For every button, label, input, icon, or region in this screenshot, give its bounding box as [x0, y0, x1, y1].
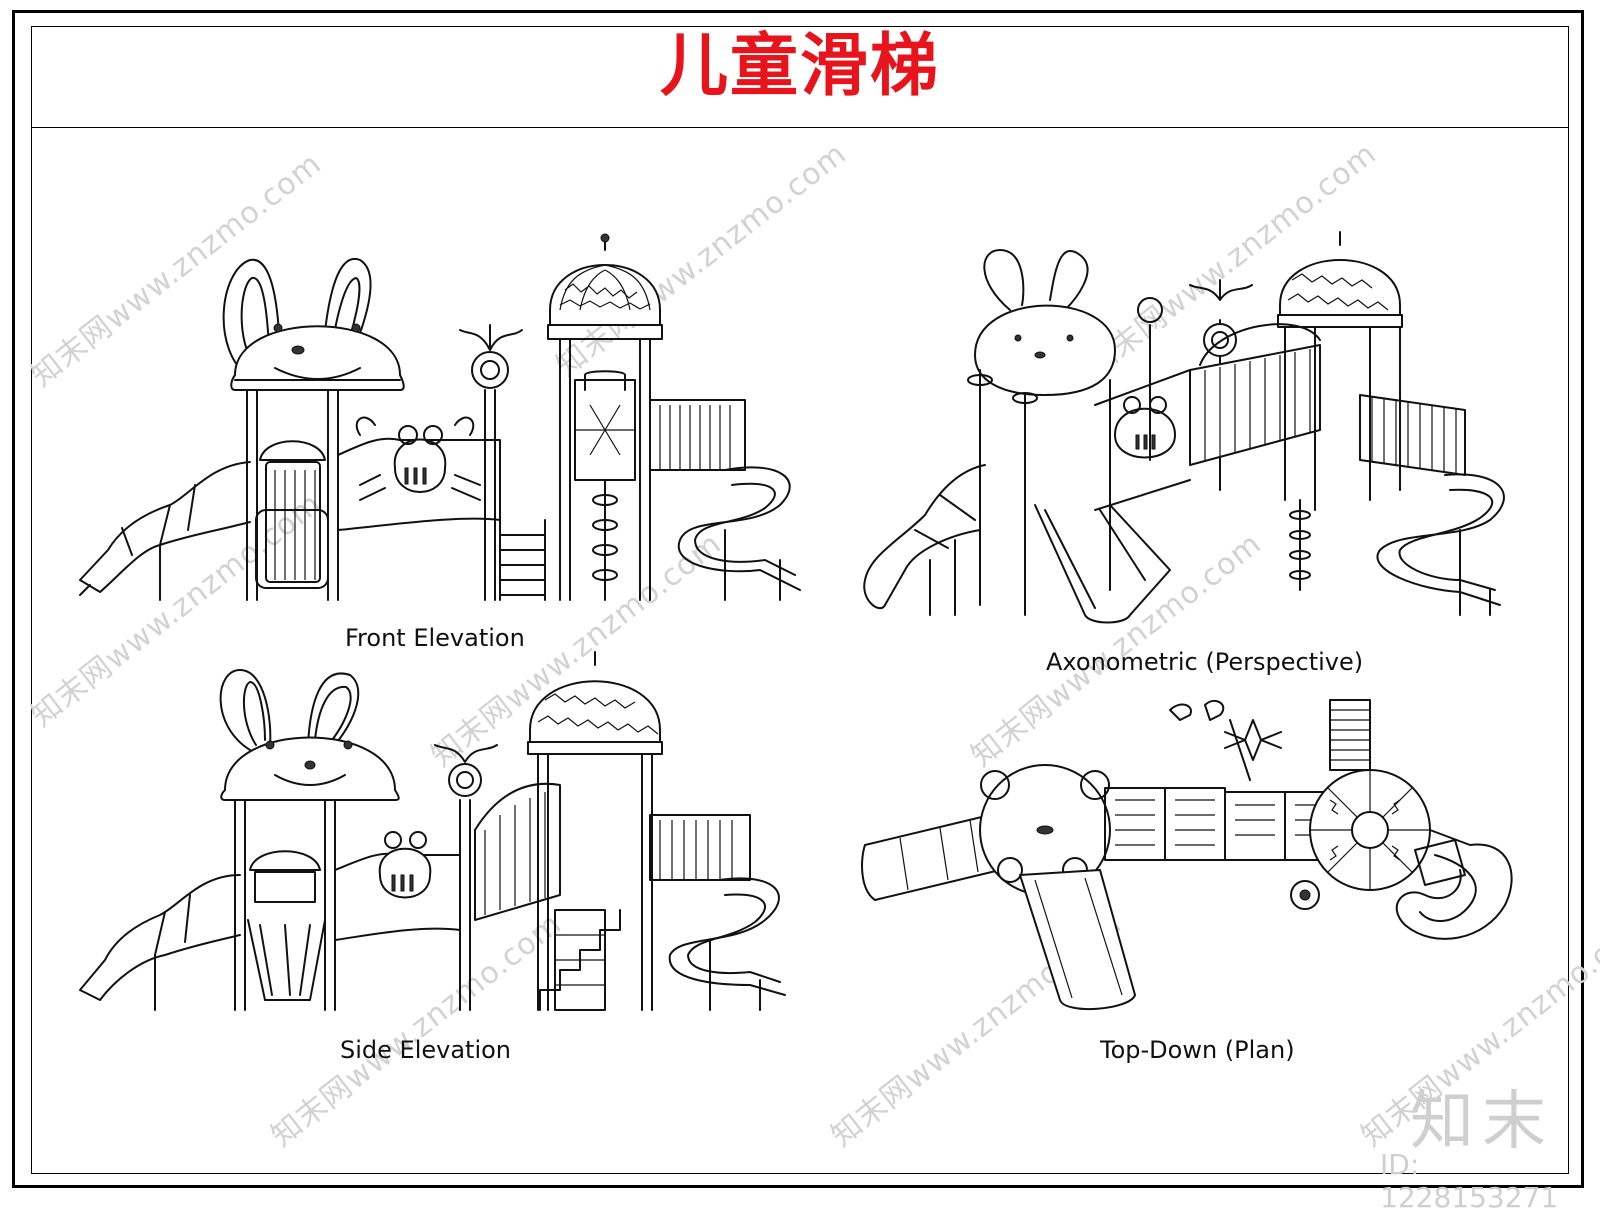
- title-band: [31, 26, 1569, 128]
- axonometric-label: Axonometric (Perspective): [1046, 648, 1364, 676]
- watermark-id: ID: 1228153271: [1380, 1148, 1559, 1214]
- watermark-brand: 知末: [1410, 1085, 1554, 1159]
- front-elevation-drawing: [79, 233, 801, 601]
- front-elevation-label: Front Elevation: [345, 624, 525, 652]
- outer-frame: [12, 10, 1584, 1188]
- axonometric-drawing: [863, 231, 1505, 624]
- page-title: 儿童滑梯: [659, 26, 940, 106]
- plan-drawing: [861, 699, 1513, 1011]
- plan-label: Top-Down (Plan): [1100, 1036, 1295, 1064]
- inner-frame: [31, 26, 1569, 1174]
- side-elevation-label: Side Elevation: [340, 1036, 512, 1064]
- side-elevation-drawing: [79, 651, 786, 1011]
